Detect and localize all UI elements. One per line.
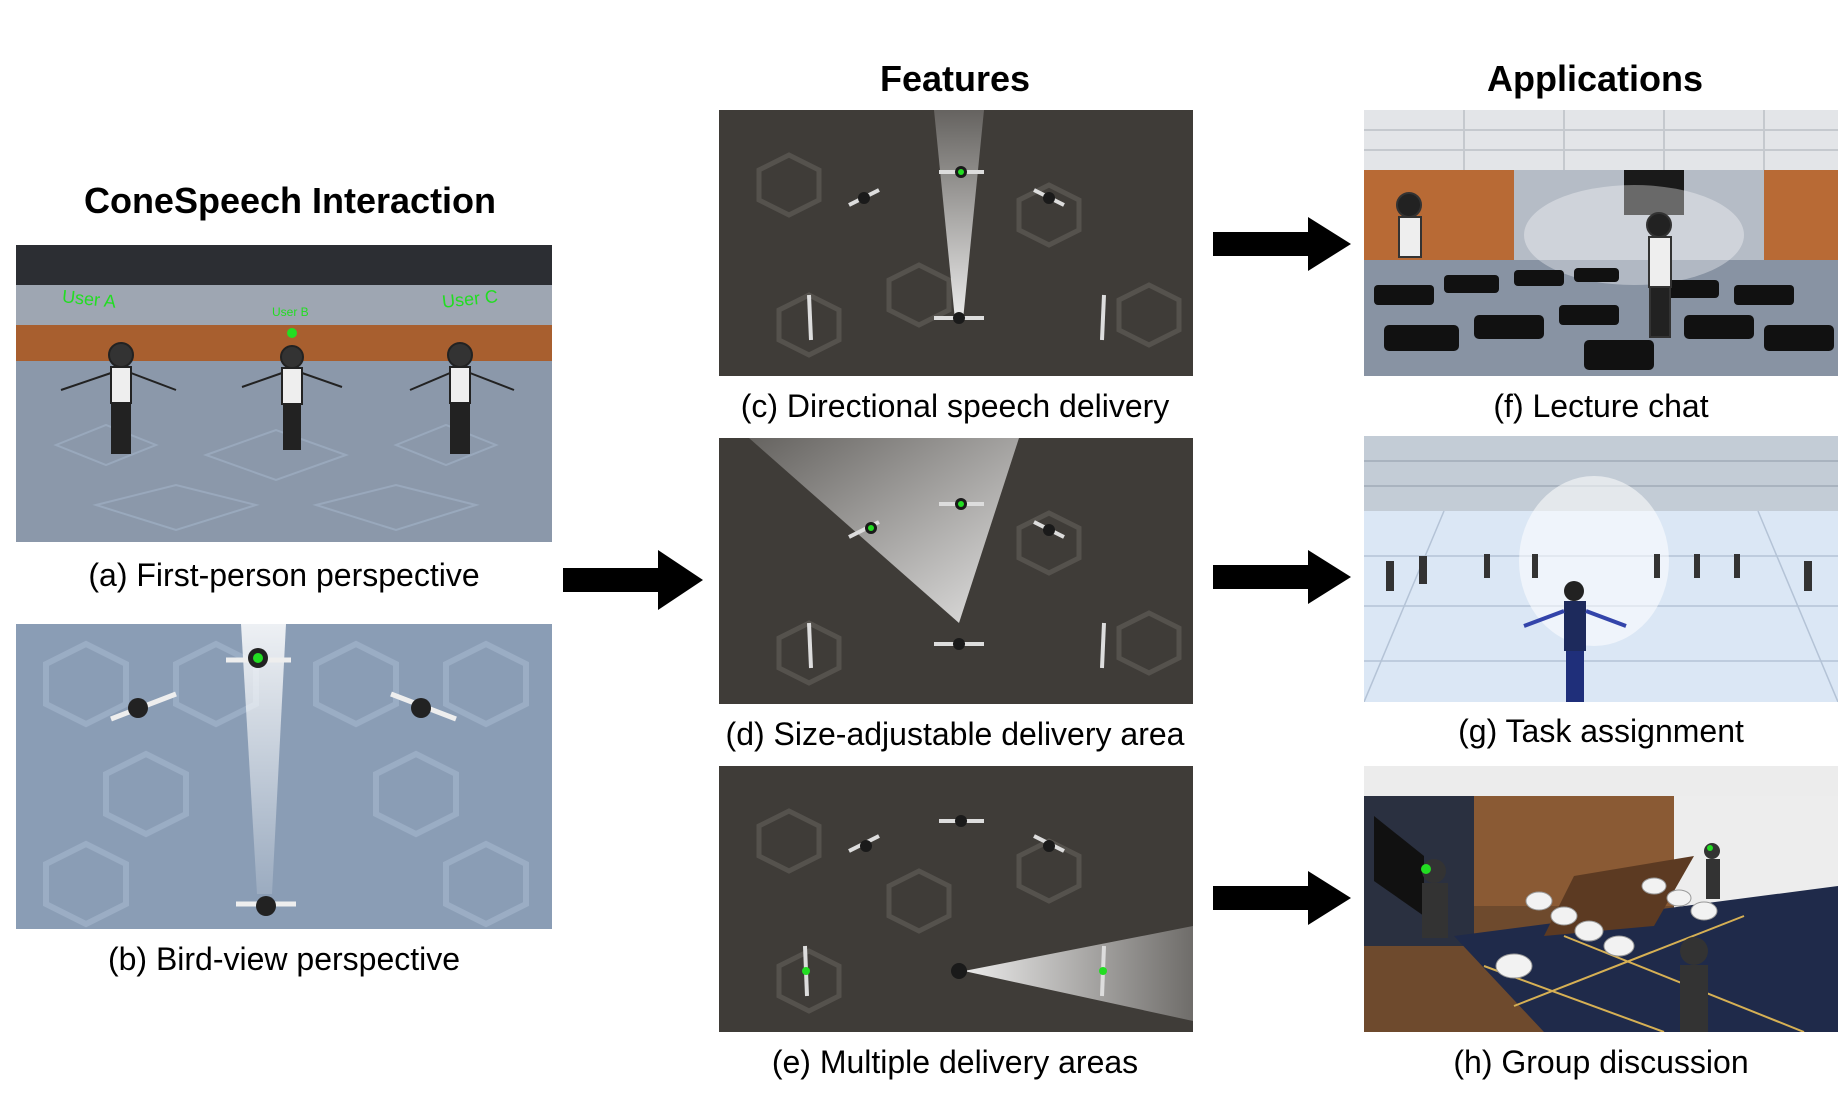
left-heading: ConeSpeech Interaction (83, 180, 497, 221)
panel-a-caption: (a) First-person perspective (88, 557, 480, 593)
panel-d-caption: (d) Size-adjustable delivery area (725, 716, 1185, 752)
panel-e-caption: (e) Multiple delivery areas (771, 1044, 1139, 1080)
features-heading: Features (879, 58, 1031, 99)
panel-h-caption: (h) Group discussion (1453, 1044, 1749, 1080)
applications-heading: Applications (1486, 58, 1704, 99)
panel-f-lecture-image (1364, 110, 1838, 376)
panel-h-group-image (1364, 766, 1838, 1032)
panel-g-task-image (1364, 436, 1838, 702)
panel-f-caption: (f) Lecture chat (1493, 388, 1709, 424)
panel-c-directional-image (719, 110, 1193, 376)
panel-g-caption: (g) Task assignment (1458, 713, 1744, 749)
panel-b-caption: (b) Bird-view perspective (107, 941, 461, 977)
arrow-to-features (563, 550, 703, 610)
panel-a-first-person-image: User A User B User C (16, 245, 552, 542)
arrow-to-task-assignment (1213, 550, 1351, 604)
user-b-label: User B (272, 305, 309, 319)
panel-b-bird-view-image (16, 624, 552, 929)
panel-e-multiple-areas-image (719, 766, 1193, 1032)
arrow-to-lecture-chat (1213, 217, 1351, 271)
arrow-to-group-discussion (1213, 871, 1351, 925)
panel-d-size-adjustable-image (719, 438, 1193, 704)
panel-c-caption: (c) Directional speech delivery (740, 388, 1170, 424)
